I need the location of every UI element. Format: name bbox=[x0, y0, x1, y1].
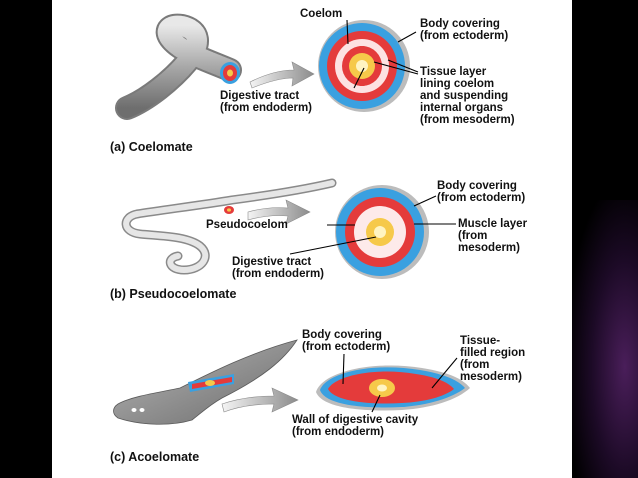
acoelomate-cross-section bbox=[316, 365, 470, 411]
acoelomate-body-covering-label: Body covering (from ectoderm) bbox=[302, 329, 390, 353]
wall-digestive-cavity-label: Wall of digestive cavity (from endoderm) bbox=[292, 414, 418, 438]
label-line: (from mesoderm) bbox=[420, 114, 515, 126]
body-plan-illustration bbox=[113, 13, 470, 425]
label-line: mesoderm) bbox=[460, 371, 522, 383]
label-line: internal organs bbox=[420, 102, 504, 114]
coelomate-arrow bbox=[249, 61, 315, 89]
label-line: (from endoderm) bbox=[220, 102, 312, 114]
label-line: (from ectoderm) bbox=[437, 192, 526, 204]
pseudocoelomate-cross-section bbox=[335, 185, 429, 279]
coelomate-worm bbox=[115, 13, 242, 120]
label-line: Body covering bbox=[302, 329, 382, 341]
label-line: (from endoderm) bbox=[292, 426, 384, 438]
label-line: (from ectoderm) bbox=[420, 30, 509, 42]
pseudocoelomate-arrow bbox=[247, 199, 311, 225]
label-line: lining coelom bbox=[420, 78, 495, 90]
label-line: Tissue layer bbox=[420, 66, 487, 78]
acoelomate-caption: (c) Acoelomate bbox=[110, 450, 200, 464]
coelom-label: Coelom bbox=[300, 8, 343, 20]
acoelomate-flatworm bbox=[113, 339, 298, 425]
label-line: Body covering bbox=[420, 18, 500, 30]
coelomate-caption: (a) Coelomate bbox=[110, 140, 193, 154]
coelomate-tissue-layer-label: Tissue layer lining coelom and suspendin… bbox=[420, 66, 515, 126]
acoelomate-arrow bbox=[221, 387, 299, 413]
pseudocoelomate-body-covering-label: Body covering (from ectoderm) bbox=[437, 180, 525, 204]
pseudocoelom-label: Pseudocoelom bbox=[206, 219, 288, 231]
label-line: mesoderm) bbox=[458, 242, 520, 254]
label-line: Body covering bbox=[437, 180, 517, 192]
label-line: Digestive tract bbox=[232, 256, 312, 268]
label-line: (from endoderm) bbox=[232, 268, 324, 280]
pseudocoelomate-caption: (b) Pseudocoelomate bbox=[110, 287, 237, 301]
muscle-layer-label: Muscle layer (from mesoderm) bbox=[458, 218, 527, 254]
coelomate-cross-section bbox=[318, 20, 410, 112]
label-line: (from ectoderm) bbox=[302, 341, 391, 353]
coelomate-digestive-tract-label: Digestive tract (from endoderm) bbox=[220, 90, 312, 114]
pseudocoelomate-worm bbox=[121, 178, 337, 275]
label-line: Tissue- bbox=[460, 335, 501, 347]
label-line: Muscle layer bbox=[458, 218, 528, 230]
label-line: filled region bbox=[460, 347, 526, 359]
pseudocoelomate-digestive-tract-label: Digestive tract (from endoderm) bbox=[232, 256, 324, 280]
label-line: (from bbox=[460, 359, 490, 371]
decorative-glow bbox=[572, 200, 638, 478]
label-line: (from bbox=[458, 230, 488, 242]
label-line: Digestive tract bbox=[220, 90, 300, 102]
coelomate-body-covering-label: Body covering (from ectoderm) bbox=[420, 18, 508, 42]
label-line: and suspending bbox=[420, 90, 509, 102]
leader-lines bbox=[289, 19, 458, 413]
label-line: Wall of digestive cavity bbox=[292, 414, 419, 426]
tissue-filled-region-label: Tissue- filled region (from mesoderm) bbox=[460, 335, 525, 383]
